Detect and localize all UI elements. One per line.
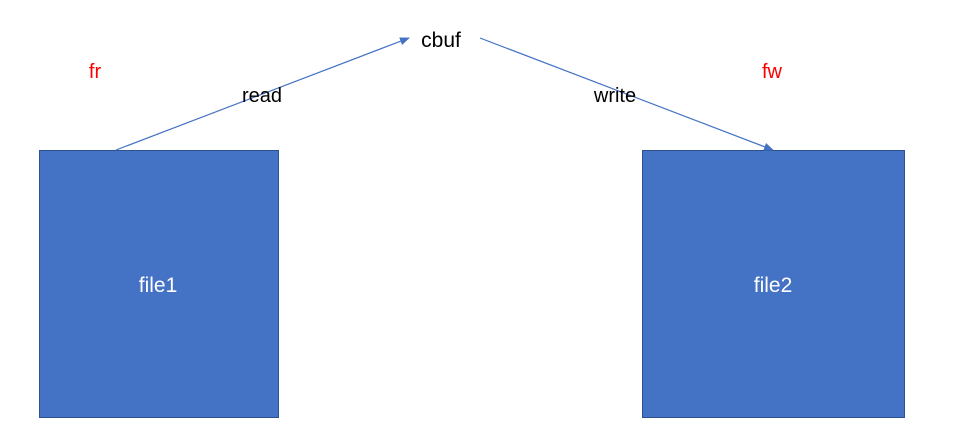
file2-label: file2 <box>754 274 793 297</box>
fw-annotation: fw <box>762 61 783 83</box>
read-arrow <box>115 37 410 151</box>
file1-label: file1 <box>139 274 178 297</box>
file2-node: file2 <box>642 150 905 418</box>
file1-box <box>39 150 279 418</box>
file2-box <box>642 150 905 418</box>
write-arrow <box>479 37 774 151</box>
cbuf-label: cbuf <box>421 29 461 52</box>
file1-node: file1 <box>39 150 279 418</box>
write-edge-label: write <box>593 85 636 107</box>
fr-annotation: fr <box>89 61 102 83</box>
read-edge-label: read <box>242 85 282 107</box>
